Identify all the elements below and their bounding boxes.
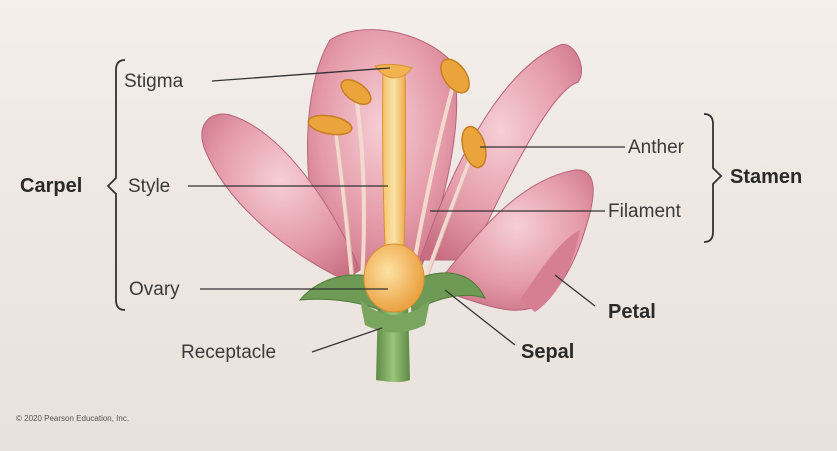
receptacle [360, 300, 430, 333]
stamen-bracket [703, 113, 723, 243]
copyright-notice: © 2020 Pearson Education, Inc. [16, 414, 130, 423]
label-sepal: Sepal [521, 341, 575, 363]
ovary [363, 243, 425, 313]
label-carpel: Carpel [20, 175, 83, 197]
anthers [307, 58, 487, 169]
label-receptacle: Receptacle [181, 342, 277, 363]
label-stigma: Stigma [124, 71, 184, 92]
label-ovary: Ovary [129, 279, 180, 300]
label-anther: Anther [628, 137, 684, 158]
label-filament: Filament [608, 201, 681, 222]
petal-right-curl [520, 230, 580, 312]
leader-lines [188, 67, 625, 353]
style [382, 71, 407, 246]
carpel-bracket [106, 59, 126, 311]
label-petal: Petal [608, 301, 656, 323]
label-stamen: Stamen [730, 166, 803, 188]
petal-left [201, 113, 361, 281]
label-style: Style [128, 176, 171, 197]
